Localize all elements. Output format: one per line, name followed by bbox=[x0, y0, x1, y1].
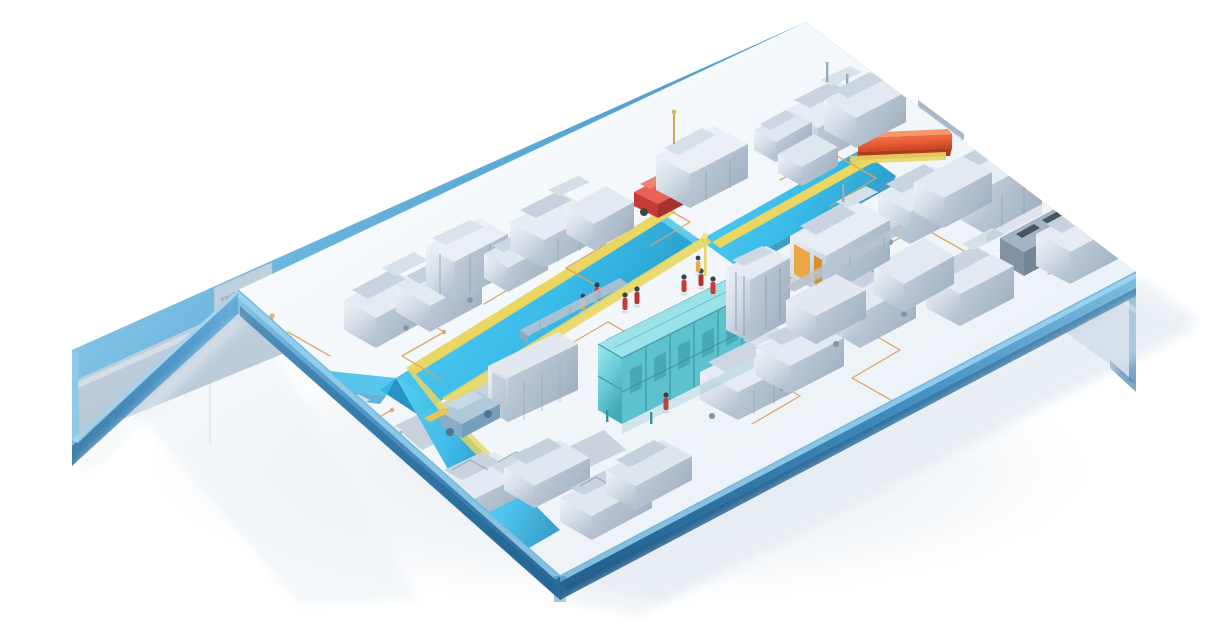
left-wall-outer-face bbox=[72, 290, 238, 443]
scene-highlight bbox=[238, 22, 1136, 576]
cast-shadow bbox=[72, 296, 1196, 616]
floor-slab-edges bbox=[72, 271, 1137, 602]
